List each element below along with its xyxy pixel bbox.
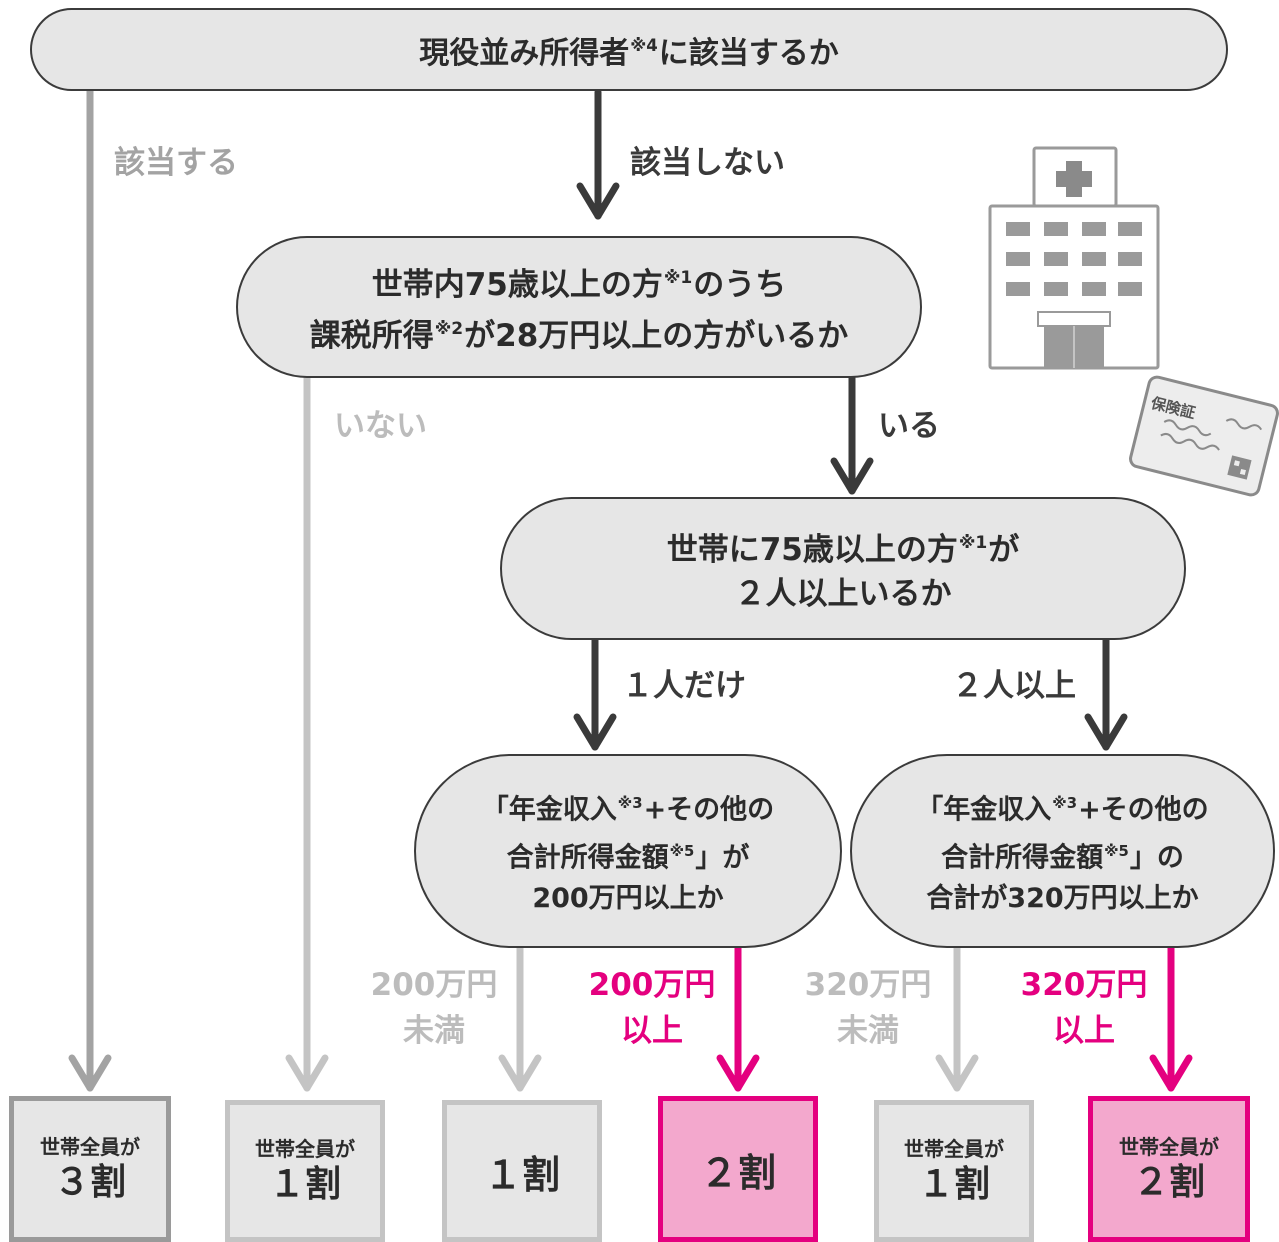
q4-line3: 200万円以上か: [532, 882, 724, 914]
result-2-subject: 世帯全員が: [255, 1137, 355, 1161]
q3-line1-post: が: [988, 531, 1020, 568]
arrow-under-320: [935, 944, 979, 1092]
q5-line1-pre: 「年金収入: [916, 794, 1052, 826]
q2-line2-note: ※2: [434, 319, 464, 339]
result-box-4: ２割: [658, 1096, 818, 1242]
arrow-two-or-more: [1084, 636, 1128, 751]
label-over-200-suffix: 以上: [621, 1013, 683, 1049]
q4-line1-pre: 「年金収入: [481, 794, 617, 826]
q5-line1-post: +その他の: [1078, 794, 1209, 826]
label-over-200: 200万円 以上: [580, 962, 724, 1054]
label-over-200-amount: 200万円: [588, 967, 716, 1003]
label-under-320-amount: 320万円: [804, 967, 932, 1003]
label-two-or-more: ２人以上: [952, 668, 1076, 704]
arrow-one-only: [573, 636, 617, 751]
label-applies: 該当する: [114, 145, 238, 181]
q2-line1-pre: 世帯内75歳以上の方: [371, 267, 663, 303]
q1-text: 現役並み所得者: [419, 35, 630, 71]
result-1-ratio: ３割: [53, 1162, 126, 1203]
q4-line1-post: +その他の: [643, 794, 775, 826]
label-under-320: 320万円 未満: [796, 962, 940, 1054]
q2-line2-post: が28万円以上の方がいるか: [464, 317, 849, 354]
result-6-ratio: ２割: [1132, 1162, 1205, 1203]
arrow-none: [285, 374, 329, 1092]
q5-line1-note: ※3: [1052, 794, 1078, 813]
question-household-count: 世帯に75歳以上の方※1が ２人以上いるか: [500, 497, 1186, 640]
result-2-ratio: １割: [268, 1164, 341, 1205]
label-under-200: 200万円 未満: [362, 962, 506, 1054]
result-box-1: 世帯全員が ３割: [9, 1096, 171, 1242]
result-3-ratio: １割: [483, 1152, 560, 1197]
label-under-320-suffix: 未満: [837, 1013, 899, 1049]
q3-line2: ２人以上いるか: [734, 575, 952, 612]
question-taxable-income: 世帯内75歳以上の方※1のうち 課税所得※2が28万円以上の方がいるか: [236, 236, 922, 378]
q2-line2-pre: 課税所得: [309, 317, 434, 354]
q5-line2-post: 」の: [1129, 841, 1184, 873]
result-5-ratio: １割: [917, 1164, 990, 1205]
question-current-income-level: 現役並み所得者※4に該当するか: [30, 8, 1228, 91]
q4-line2-post: 」が: [695, 841, 750, 873]
arrow-applies: [68, 86, 112, 1092]
result-6-subject: 世帯全員が: [1119, 1135, 1219, 1159]
q1-note: ※4: [630, 35, 658, 55]
q2-line1-note: ※1: [663, 268, 693, 289]
q4-line2-pre: 合計所得金額: [506, 841, 669, 873]
q5-line2-note: ※5: [1104, 841, 1129, 860]
q1-text-after: に該当するか: [658, 35, 839, 71]
label-over-320-suffix: 以上: [1053, 1013, 1115, 1049]
label-under-200-amount: 200万円: [370, 967, 498, 1003]
q5-line3: 合計が320万円以上か: [926, 882, 1199, 914]
result-box-5: 世帯全員が １割: [874, 1100, 1034, 1242]
result-1-subject: 世帯全員が: [40, 1135, 140, 1159]
arrow-over-200: [716, 944, 760, 1092]
arrow-not-applies: [576, 88, 620, 220]
arrow-exists: [830, 374, 874, 495]
question-income-320: 「年金収入※3+その他の 合計所得金額※5」の 合計が320万円以上か: [850, 754, 1275, 948]
result-box-2: 世帯全員が １割: [225, 1100, 385, 1242]
arrow-under-200: [498, 944, 542, 1092]
q5-line2-pre: 合計所得金額: [941, 841, 1104, 873]
q4-line2-note: ※5: [669, 841, 695, 860]
result-4-ratio: ２割: [699, 1150, 776, 1195]
label-over-320-amount: 320万円: [1020, 967, 1148, 1003]
q2-line1-post: のうち: [693, 267, 787, 303]
result-box-3: １割: [442, 1100, 602, 1242]
label-one-only: １人だけ: [622, 668, 746, 704]
label-under-200-suffix: 未満: [403, 1013, 465, 1049]
label-over-320: 320万円 以上: [1012, 962, 1156, 1054]
q3-line1-pre: 世帯に75歳以上の方: [666, 531, 958, 568]
result-box-6: 世帯全員が ２割: [1088, 1096, 1250, 1242]
arrow-over-320: [1149, 944, 1193, 1092]
q3-line1-note: ※1: [958, 533, 988, 554]
q4-line1-note: ※3: [617, 794, 643, 813]
question-income-200: 「年金収入※3+その他の 合計所得金額※5」が 200万円以上か: [414, 754, 842, 948]
label-exists: いる: [878, 408, 940, 444]
label-none: いない: [334, 408, 427, 444]
label-not-applies: 該当しない: [630, 145, 785, 181]
result-5-subject: 世帯全員が: [904, 1137, 1004, 1161]
